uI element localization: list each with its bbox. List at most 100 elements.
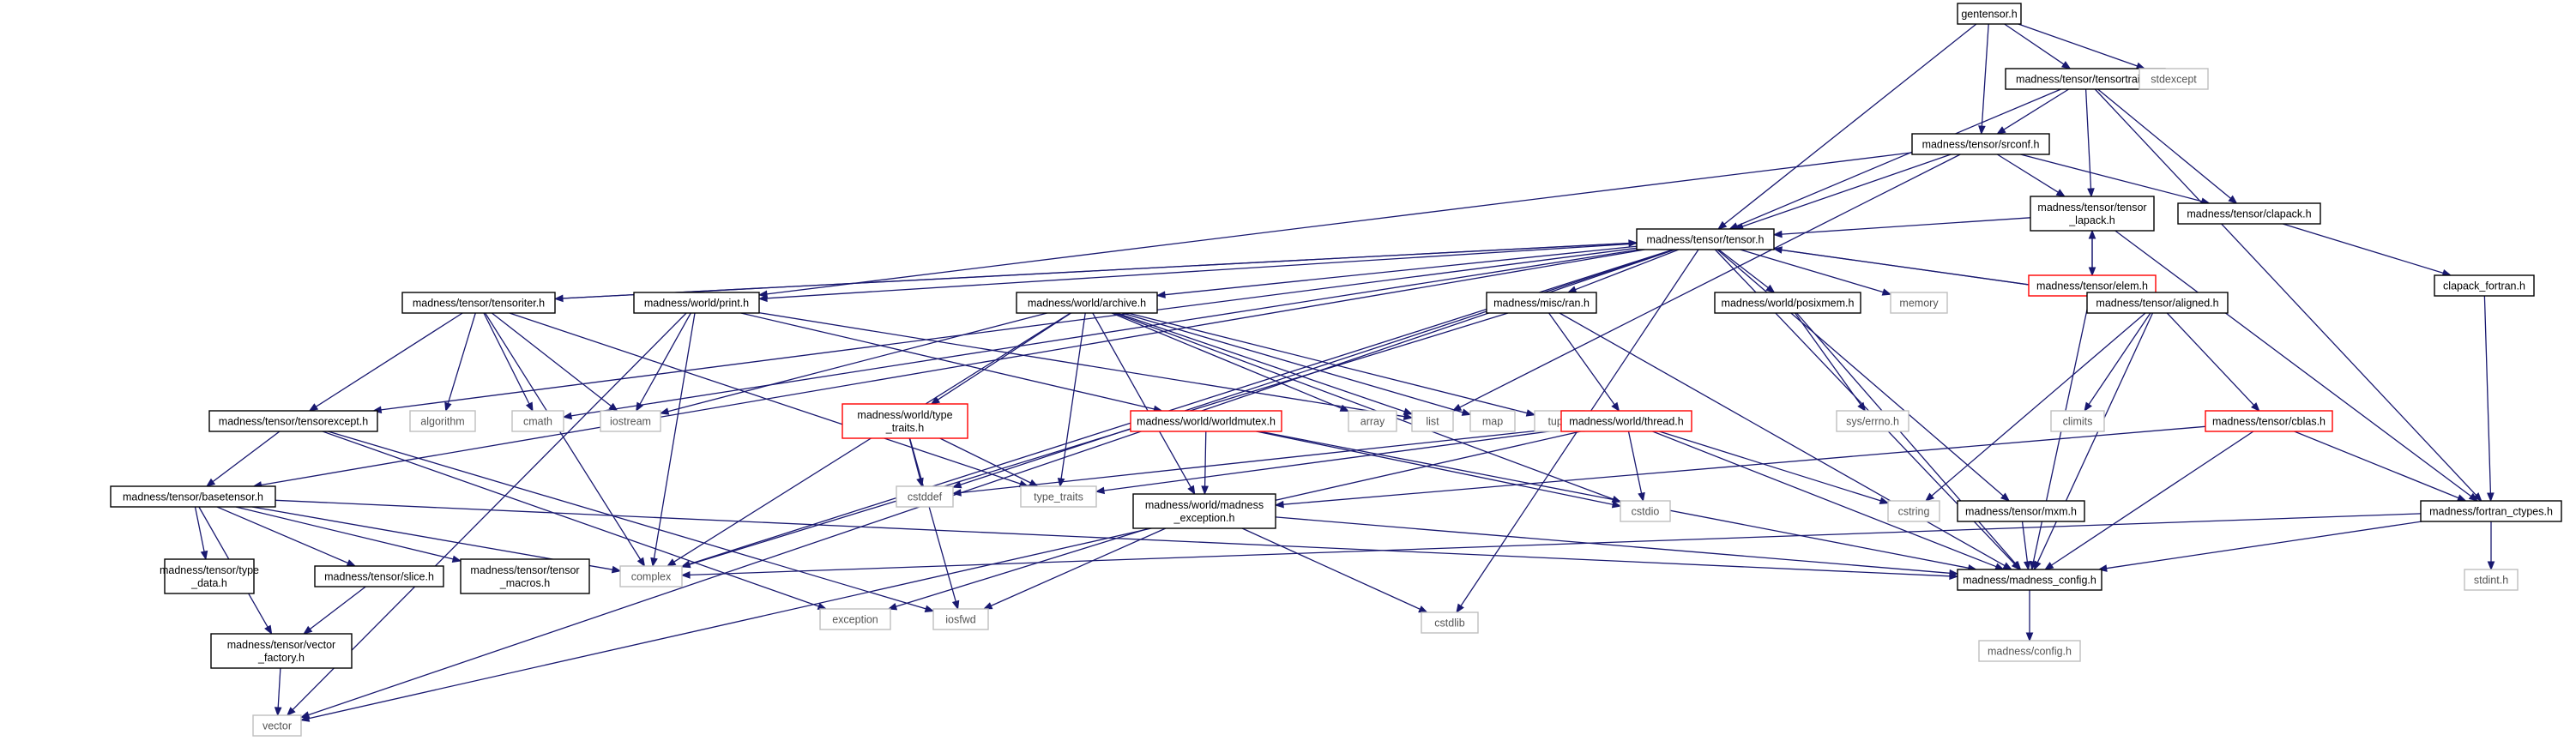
node-label-iostream: iostream [610, 416, 651, 428]
arrowhead-tensoriter-to-algorithm [444, 401, 452, 413]
node-label-gentensor: gentensor.h [1961, 9, 2017, 21]
arrowhead-archive-to-complex [666, 558, 677, 567]
node-box-cstdio [1620, 500, 1671, 522]
arrowhead-thread-to-cstddef [951, 489, 962, 497]
node-tensorexcept[interactable]: madness/tensor/tensorexcept.h [208, 410, 378, 432]
node-box-srconf [1911, 133, 2050, 155]
edge-tensor-to-memory [1740, 249, 1884, 293]
node-label-elem: madness/tensor/elem.h [2036, 280, 2148, 292]
edge-tensor-to-posixmem [1718, 249, 1769, 289]
node-clapack[interactable]: madness/tensor/clapack.h [2177, 202, 2321, 225]
node-basetensor[interactable]: madness/tensor/basetensor.h [110, 485, 276, 508]
node-madness_exception[interactable]: madness/world/madness_exception.h [1132, 493, 1276, 529]
node-madness_config[interactable]: madness/madness_config.h [1957, 569, 2102, 591]
node-box-fortran_ctypes [2420, 500, 2562, 522]
node-type_data[interactable]: madness/tensor/type_data.h [160, 558, 259, 594]
edge-cblas-to-madness_exception [1282, 425, 2206, 505]
edge-archive-to-madness_exception [1092, 312, 1191, 488]
edge-basetensor-to-type_data [194, 506, 205, 552]
edge-basetensor-to-slice [216, 506, 348, 564]
node-gentensor[interactable]: gentensor.h [1957, 3, 2022, 25]
node-aligned[interactable]: madness/tensor/aligned.h [2086, 292, 2229, 314]
node-label-aligned: madness/tensor/aligned.h [2096, 298, 2218, 310]
arrowhead-slice-to-vector_factory [303, 625, 313, 635]
edge-tensoriter-to-complex [485, 312, 642, 560]
node-label-tensor: madness/tensor/tensor.h [1647, 234, 1765, 246]
arrowhead-archive-to-madness_exception [1187, 485, 1196, 496]
edge-tensoriter-to-iostream [492, 312, 612, 407]
node-print[interactable]: madness/world/print.h [633, 292, 760, 314]
node-label-sys_errno: sys/errno.h [1846, 416, 1899, 428]
arrowhead-basetensor-to-complex [611, 565, 622, 574]
node-label-stdint: stdint.h [2474, 575, 2508, 587]
node-label-map: map [1482, 416, 1503, 428]
node-tensor_macros[interactable]: madness/tensor/tensor_macros.h [460, 558, 590, 594]
arrowhead-tensoriter-to-complex [636, 557, 646, 568]
node-box-algorithm [409, 410, 476, 432]
node-label-tensortrain: madness/tensor/tensortrain.h [2016, 74, 2155, 86]
node-box-exception [819, 608, 891, 630]
node-box-array [1348, 410, 1397, 432]
edge-thread-to-cstdio [1627, 431, 1643, 494]
arrowhead-aligned-to-tensor [1772, 246, 1783, 254]
node-posixmem[interactable]: madness/world/posixmem.h [1714, 292, 1861, 314]
node-tensor[interactable]: madness/tensor/tensor.h [1636, 228, 1775, 250]
edge-tensortrain-to-fortran_ctypes [2094, 88, 2477, 496]
node-tensor_lapack[interactable]: madness/tensor/tensor_lapack.h [2030, 196, 2155, 232]
arrowhead-tensor-to-memory [1881, 288, 1892, 296]
node-ran[interactable]: madness/misc/ran.h [1486, 292, 1597, 314]
node-complex: complex [619, 565, 683, 587]
node-memory: memory [1890, 292, 1948, 314]
node-layer: gentensor.h madness/tensor/tensortrain.h s… [110, 3, 2562, 737]
node-type_traits_h[interactable]: madness/world/type_traits.h [842, 403, 968, 439]
edge-clapack-to-clapack_fortran [2282, 223, 2444, 274]
node-label-type_data: _data.h [190, 577, 227, 589]
node-cstring: cstring [1887, 500, 1940, 522]
edge-madness_exception-to-iosfwd [991, 527, 1167, 606]
edge-tensortrain-to-srconf [2003, 88, 2070, 130]
node-cstdio: cstdio [1620, 500, 1671, 522]
arrowhead-madness_exception-to-cstdlib [1418, 605, 1428, 613]
node-mxm[interactable]: madness/tensor/mxm.h [1957, 500, 2085, 522]
node-label-basetensor: madness/tensor/basetensor.h [123, 491, 263, 503]
edge-archive-to-array [1111, 312, 1342, 409]
node-cblas[interactable]: madness/tensor/cblas.h [2205, 410, 2333, 432]
node-slice[interactable]: madness/tensor/slice.h [314, 565, 444, 587]
node-vector_factory[interactable]: madness/tensor/vector_factory.h [210, 633, 353, 669]
arrowhead-aligned-to-cblas [2251, 402, 2260, 412]
arrowhead-archive-to-type_traits_h [930, 396, 941, 405]
arrowhead-basetensor-to-tensor_macros [451, 555, 462, 563]
node-srconf[interactable]: madness/tensor/srconf.h [1911, 133, 2050, 155]
edge-madness_exception-to-cstdlib [1241, 527, 1421, 610]
node-fortran_ctypes[interactable]: madness/fortran_ctypes.h [2420, 500, 2562, 522]
edge-fortran_ctypes-to-complex [689, 513, 2422, 576]
edge-tensoriter-to-cmath [483, 312, 530, 405]
node-box-slice [314, 565, 444, 587]
arrowhead-cblas-to-madness_exception [1274, 500, 1284, 509]
edge-gentensor-to-srconf [1981, 23, 1989, 127]
edge-ran-to-complex [689, 312, 1509, 565]
arrowhead-basetensor-to-vector_factory [264, 624, 273, 636]
edge-tensorexcept-to-exception [322, 431, 819, 607]
arrowhead-tensor-to-print [757, 294, 768, 303]
node-label-tensor_lapack: _lapack.h [2068, 214, 2115, 226]
edge-tensortrain-to-tensor_lapack [2084, 88, 2092, 190]
node-label-array: array [1360, 416, 1385, 428]
node-tensoriter[interactable]: madness/tensor/tensoriter.h [401, 292, 556, 314]
arrowhead-tensor-to-posixmem [1765, 284, 1776, 293]
node-thread[interactable]: madness/world/thread.h [1560, 410, 1692, 432]
node-tensortrain[interactable]: madness/tensor/tensortrain.h [2005, 68, 2166, 90]
node-worldmutex[interactable]: madness/world/worldmutex.h [1130, 410, 1282, 432]
node-label-worldmutex: madness/world/worldmutex.h [1137, 416, 1276, 428]
edge-thread-to-vector [308, 431, 1581, 720]
arrowhead-tensoriter-to-cmath [525, 401, 534, 413]
node-box-memory [1890, 292, 1948, 314]
node-label-list: list [1426, 416, 1439, 428]
node-clapack_fortran[interactable]: clapack_fortran.h [2434, 274, 2535, 297]
arrowhead-madness_exception-to-iosfwd [982, 602, 993, 610]
edge-basetensor-to-tensor_macros [235, 506, 454, 560]
node-archive[interactable]: madness/world/archive.h [1016, 292, 1158, 314]
node-label-climits: climits [2063, 416, 2093, 428]
edge-type_traits_h-to-iosfwd [908, 437, 956, 602]
node-sys_errno: sys/errno.h [1836, 410, 1909, 432]
